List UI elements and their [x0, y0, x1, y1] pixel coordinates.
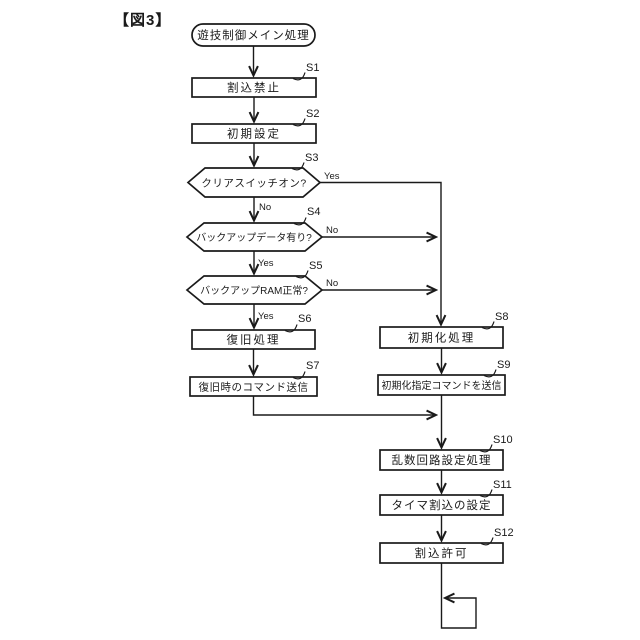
s1-step-ref: S1 — [306, 62, 319, 74]
edge-s12-loop — [440, 563, 477, 629]
s3-decision-hexagon — [186, 167, 322, 198]
s8-process-box — [379, 326, 504, 349]
s11-process-box — [379, 494, 504, 516]
node-start: 遊技制御メイン処理 — [191, 23, 316, 47]
s1-process-box — [191, 77, 317, 98]
s12-label: 割込許可 — [415, 546, 469, 560]
s7-leader-line — [292, 371, 306, 380]
s10-process-box — [379, 449, 504, 471]
node-s3: クリアスイッチオン? S3 — [186, 152, 322, 198]
node-s4: バックアップデータ有り? S4 — [185, 206, 324, 252]
node-s6: 復旧処理 S6 — [191, 313, 316, 350]
s3-label: クリアスイッチオン? — [201, 178, 306, 190]
s10-leader-line — [479, 444, 493, 453]
s7-process-box — [189, 376, 318, 397]
s4-leader-line — [293, 217, 307, 226]
node-s2: 初期設定 S2 — [191, 108, 319, 144]
edge-label-s3-yes: Yes — [324, 171, 340, 182]
s5-leader-line — [295, 270, 309, 279]
s12-step-ref: S12 — [494, 527, 514, 539]
s8-leader-line — [481, 321, 495, 330]
s9-label: 初期化指定コマンドを送信 — [382, 379, 502, 392]
edge-labels: Yes No No Yes No Yes — [258, 171, 340, 322]
s8-label: 初期化処理 — [408, 331, 476, 345]
s8-step-ref: S8 — [495, 311, 508, 323]
node-s11: タイマ割込の設定 S11 — [379, 479, 512, 516]
s9-step-ref: S9 — [497, 359, 510, 371]
s1-leader-line — [292, 72, 306, 81]
s5-step-ref: S5 — [309, 260, 322, 272]
edge-s3-yes-to-s8 — [320, 181, 441, 325]
s4-step-ref: S4 — [307, 206, 320, 218]
s11-label: タイマ割込の設定 — [392, 498, 492, 512]
connectors — [252, 46, 477, 629]
start-terminal-label: 遊技制御メイン処理 — [197, 28, 310, 42]
s7-label: 復旧時のコマンド送信 — [199, 381, 309, 394]
s7-step-ref: S7 — [306, 360, 319, 372]
s2-label: 初期設定 — [227, 127, 281, 141]
s4-label: バックアップデータ有り? — [196, 231, 312, 244]
s2-leader-line — [292, 118, 306, 127]
start-terminal-shape — [191, 23, 316, 47]
node-s8: 初期化処理 S8 — [379, 311, 508, 349]
s11-leader-line — [479, 489, 493, 498]
s10-label: 乱数回路設定処理 — [392, 453, 492, 467]
s12-leader-line — [480, 537, 494, 546]
s3-step-ref: S3 — [305, 152, 318, 164]
edge-label-s3-no: No — [259, 202, 271, 213]
s10-step-ref: S10 — [493, 434, 513, 446]
node-s7: 復旧時のコマンド送信 S7 — [189, 360, 319, 397]
s4-decision-hexagon — [185, 222, 324, 252]
edge-label-s4-yes: Yes — [258, 258, 274, 269]
edge-s7-to-join — [252, 396, 437, 415]
edge-label-s5-yes: Yes — [258, 311, 274, 322]
s2-step-ref: S2 — [306, 108, 319, 120]
edge-label-s5-no: No — [326, 278, 338, 289]
node-s9: 初期化指定コマンドを送信 S9 — [377, 359, 510, 396]
s12-process-box — [379, 542, 504, 564]
s9-process-box — [377, 374, 506, 396]
s2-process-box — [191, 123, 317, 144]
node-s12: 割込許可 S12 — [379, 527, 514, 564]
node-s5: バックアップRAM正常? S5 — [185, 260, 324, 305]
s11-step-ref: S11 — [493, 479, 512, 491]
s6-leader-line — [284, 324, 298, 333]
s1-label: 割込禁止 — [227, 81, 281, 95]
s3-leader-line — [291, 162, 305, 171]
s5-label: バックアップRAM正常? — [200, 284, 308, 297]
s5-decision-hexagon — [185, 275, 324, 305]
figure-label: 【図3】 — [114, 11, 171, 29]
s6-process-box — [191, 329, 316, 350]
edge-label-s4-no: No — [326, 225, 338, 236]
s9-leader-line — [483, 369, 497, 378]
node-s1: 割込禁止 S1 — [191, 62, 319, 98]
s6-step-ref: S6 — [298, 313, 311, 325]
s6-label: 復旧処理 — [227, 333, 281, 347]
node-s10: 乱数回路設定処理 S10 — [379, 434, 513, 471]
